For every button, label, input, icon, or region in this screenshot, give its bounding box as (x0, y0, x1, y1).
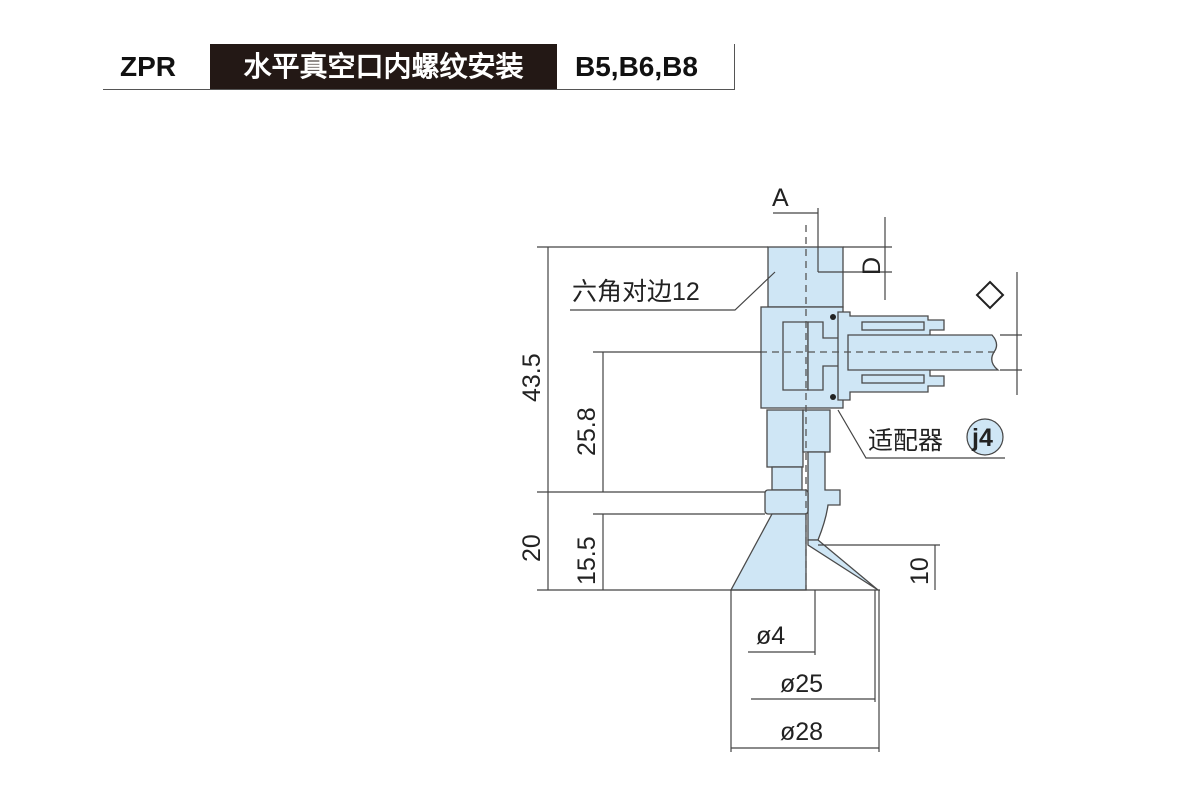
dim-lower-height: 20 (518, 534, 546, 562)
o-ring-bottom (830, 394, 836, 400)
dimension-lines (537, 208, 1022, 752)
dim-inner-diameter: ø4 (756, 622, 785, 650)
adapter-badge-circle (966, 418, 1004, 456)
inner-cavity (782, 321, 809, 391)
section-side (807, 451, 841, 541)
dim-cup-height: 15.5 (573, 536, 601, 585)
label-d: D (858, 257, 886, 275)
suction-cup-right (807, 539, 879, 591)
dim-outer-diameter: ø28 (780, 718, 823, 746)
adapter-badge: j4 (971, 424, 993, 452)
vacuum-pad-body (729, 225, 1000, 591)
variant-codes: B5,B6,B8 (575, 51, 698, 82)
model-code: ZPR (120, 51, 176, 82)
diamond-icon (975, 280, 1005, 310)
adapter-label: 适配器 (868, 427, 943, 455)
dim-cup-lip: 10 (906, 557, 934, 585)
suction-cup-left (729, 513, 807, 591)
dim-cup-diameter: ø25 (780, 670, 823, 698)
header-divider (103, 89, 735, 90)
dim-port-height: 25.8 (573, 407, 601, 456)
collet-bottom (861, 374, 925, 384)
header-end-divider (734, 44, 735, 90)
neck (771, 466, 803, 491)
label-a: A (772, 184, 789, 212)
lower-hex-section (802, 409, 831, 453)
collar (764, 489, 809, 515)
o-ring-top (830, 314, 836, 320)
hex-width-label: 六角对边12 (572, 278, 700, 306)
section-title: 水平真空口内螺纹安装 (210, 44, 557, 90)
dim-total-height: 43.5 (518, 353, 546, 402)
collet-top (861, 321, 925, 331)
lower-hex (766, 409, 804, 468)
